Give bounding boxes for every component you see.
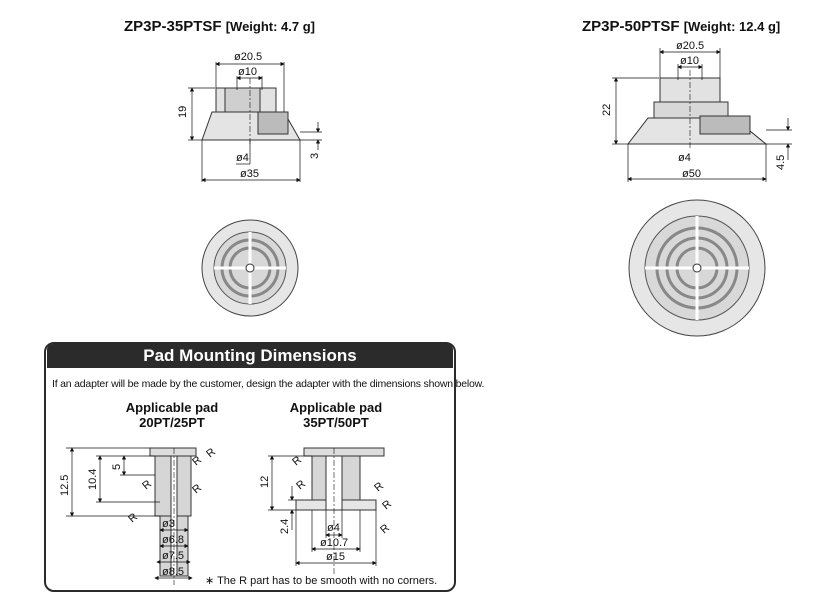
left-dim-outer-top: ø20.5 [234, 51, 262, 63]
mounting-note: If an adapter will be made by the custom… [52, 378, 485, 390]
mount-right-dims [268, 455, 377, 566]
left-applicable-line2: 20PT/25PT [139, 415, 205, 430]
mount-left-d3: ø7.5 [162, 550, 184, 562]
mount-right-d1: ø4 [327, 522, 340, 534]
left-dim-bore: ø10 [238, 66, 257, 78]
left-dim-hole: ø4 [236, 152, 249, 164]
left-dim-height: 19 [177, 106, 189, 118]
mount-right-h-top: 12 [259, 476, 271, 488]
right-applicable-line2: 35PT/50PT [303, 415, 369, 430]
left-applicable-pad: Applicable pad 20PT/25PT [108, 400, 236, 430]
mount-left-h-total: 12.5 [59, 475, 71, 496]
mount-left-dims [66, 447, 193, 581]
mounting-panel [44, 342, 456, 592]
left-dim-pad: ø35 [240, 168, 259, 180]
mount-right-d3: ø15 [326, 551, 345, 563]
mount-left-d2: ø6.8 [162, 534, 184, 546]
right-side-dims [612, 48, 792, 182]
left-model-weight: [Weight: 4.7 g] [225, 19, 316, 34]
right-applicable-line1: Applicable pad [289, 400, 383, 415]
mount-left-d1: ø3 [162, 518, 175, 530]
left-model-title: ZP3P-35PTSF [Weight: 4.7 g] [124, 18, 315, 35]
right-bottom-view [628, 199, 766, 337]
right-dim-height: 22 [601, 104, 613, 116]
left-bottom-view [201, 219, 299, 317]
right-applicable-pad: Applicable pad 35PT/50PT [272, 400, 400, 430]
mount-right-h-bottom: 2.4 [279, 519, 291, 534]
right-dim-lip: 4.5 [775, 155, 787, 170]
mount-left-h-top: 5 [111, 464, 123, 470]
mount-right-drawing [295, 447, 385, 575]
mount-right-d2: ø10.7 [320, 537, 348, 549]
right-model-code: ZP3P-50PTSF [582, 18, 680, 35]
right-dim-bore: ø10 [680, 55, 699, 67]
right-model-title: ZP3P-50PTSF [Weight: 12.4 g] [582, 18, 780, 35]
right-dim-outer-top: ø20.5 [676, 40, 704, 52]
left-side-dims [188, 61, 322, 183]
right-model-weight: [Weight: 12.4 g] [683, 19, 781, 34]
left-dim-lip: 3 [309, 153, 321, 159]
mount-left-h-mid: 10.4 [87, 469, 99, 490]
footnote: ∗ The R part has to be smooth with no co… [205, 575, 438, 587]
right-dim-pad: ø50 [682, 168, 701, 180]
mount-left-d4: ø8.5 [162, 566, 184, 578]
left-applicable-line1: Applicable pad [125, 400, 219, 415]
right-side-view [626, 70, 768, 150]
left-side-view [201, 78, 301, 145]
left-model-code: ZP3P-35PTSF [124, 18, 222, 35]
right-dim-hole: ø4 [678, 152, 691, 164]
mounting-title: Pad Mounting Dimensions [47, 344, 453, 368]
